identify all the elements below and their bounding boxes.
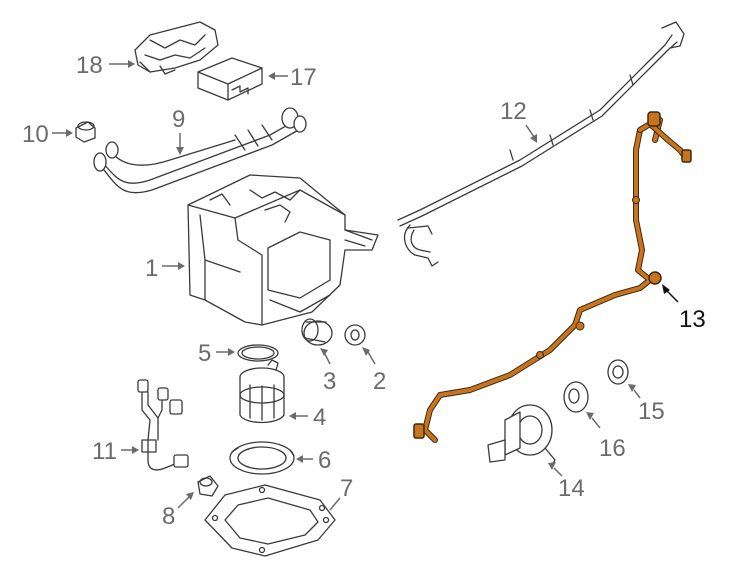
callout-16[interactable]: 16 xyxy=(586,412,626,462)
callout-6[interactable]: 6 xyxy=(296,447,331,474)
part-11-harness[interactable] xyxy=(137,379,189,471)
callout-2-label: 2 xyxy=(373,368,386,395)
part-17-module[interactable] xyxy=(197,57,263,101)
part-1-canister[interactable] xyxy=(187,174,379,326)
part-6-seal[interactable] xyxy=(229,441,295,475)
part-2-ring[interactable] xyxy=(344,324,366,346)
callout-10[interactable]: 10 xyxy=(22,121,73,148)
callout-15[interactable]: 15 xyxy=(628,384,665,425)
callout-17[interactable]: 17 xyxy=(268,64,317,91)
callout-16-leader xyxy=(591,417,601,429)
callout-1-arrow xyxy=(178,262,185,270)
callout-8-leader xyxy=(177,495,191,509)
callout-7[interactable]: 7 xyxy=(329,475,353,511)
callout-2[interactable]: 2 xyxy=(362,347,386,395)
callout-5-label: 5 xyxy=(198,340,211,367)
callout-12-label: 12 xyxy=(500,98,527,125)
callout-18[interactable]: 18 xyxy=(76,52,135,79)
callout-5-arrow xyxy=(228,348,235,356)
callout-17-label: 17 xyxy=(290,64,317,91)
callout-4-arrow xyxy=(289,412,296,420)
part-13-harness[interactable] xyxy=(413,111,692,443)
callout-12-leader xyxy=(525,124,535,138)
callout-14-label: 14 xyxy=(558,475,585,502)
part-3-grommet[interactable] xyxy=(301,318,333,346)
callout-18-label: 18 xyxy=(76,52,103,79)
callout-1[interactable]: 1 xyxy=(145,255,185,282)
callout-9[interactable]: 9 xyxy=(172,106,185,155)
callout-13-arrow xyxy=(662,284,670,294)
callout-13[interactable]: 13 xyxy=(662,284,706,333)
callout-3-arrow xyxy=(320,348,328,356)
callout-4[interactable]: 4 xyxy=(289,404,326,431)
callout-8-label: 8 xyxy=(162,503,175,530)
callout-4-label: 4 xyxy=(313,404,326,431)
callout-13-leader xyxy=(665,289,679,303)
callout-3-leader xyxy=(324,353,331,365)
callout-8[interactable]: 8 xyxy=(162,492,194,530)
callout-13-label: 13 xyxy=(679,306,706,333)
callout-10-arrow xyxy=(66,129,73,137)
callout-11-arrow xyxy=(132,446,139,454)
callout-15-arrow xyxy=(628,384,636,392)
callout-11-label: 11 xyxy=(92,438,117,465)
callout-7-label: 7 xyxy=(340,475,353,502)
callout-6-label: 6 xyxy=(318,447,331,474)
callout-12[interactable]: 12 xyxy=(500,98,537,143)
callout-14-leader xyxy=(553,467,563,477)
callout-16-label: 16 xyxy=(599,435,626,462)
callout-17-arrow xyxy=(268,72,275,80)
part-8-plug[interactable] xyxy=(197,475,219,497)
callout-3[interactable]: 3 xyxy=(320,348,336,395)
callout-2-leader xyxy=(367,351,376,365)
callout-11[interactable]: 11 xyxy=(92,438,139,465)
callout-14-arrow xyxy=(548,462,556,470)
callout-8-arrow xyxy=(186,492,194,500)
callout-12-arrow xyxy=(530,134,537,143)
part-5-o-ring[interactable] xyxy=(237,344,279,362)
callout-6-arrow xyxy=(296,455,303,463)
part-9-hose[interactable] xyxy=(93,107,307,194)
part-16-bearing[interactable] xyxy=(563,381,589,413)
part-7-plate[interactable] xyxy=(204,484,336,557)
callout-16-arrow xyxy=(586,412,594,420)
callout-18-arrow xyxy=(128,60,135,68)
callout-7-leader xyxy=(329,497,341,511)
callout-9-label: 9 xyxy=(172,106,185,133)
part-18-bracket[interactable] xyxy=(134,21,219,75)
callout-5[interactable]: 5 xyxy=(198,340,235,367)
callout-10-label: 10 xyxy=(22,121,49,148)
callout-3-label: 3 xyxy=(323,368,336,395)
part-14-motor[interactable] xyxy=(487,404,556,466)
part-12-tube[interactable] xyxy=(397,21,685,267)
callout-1-label: 1 xyxy=(145,255,158,282)
callout-2-arrow xyxy=(362,347,370,356)
callout-15-label: 15 xyxy=(638,398,665,425)
part-4-pump[interactable] xyxy=(239,359,285,424)
callout-9-arrow xyxy=(176,147,184,155)
part-10-cap[interactable] xyxy=(75,121,96,143)
callout-15-leader xyxy=(633,389,641,399)
part-15-washer[interactable] xyxy=(607,359,629,385)
callout-14[interactable]: 14 xyxy=(548,462,585,502)
